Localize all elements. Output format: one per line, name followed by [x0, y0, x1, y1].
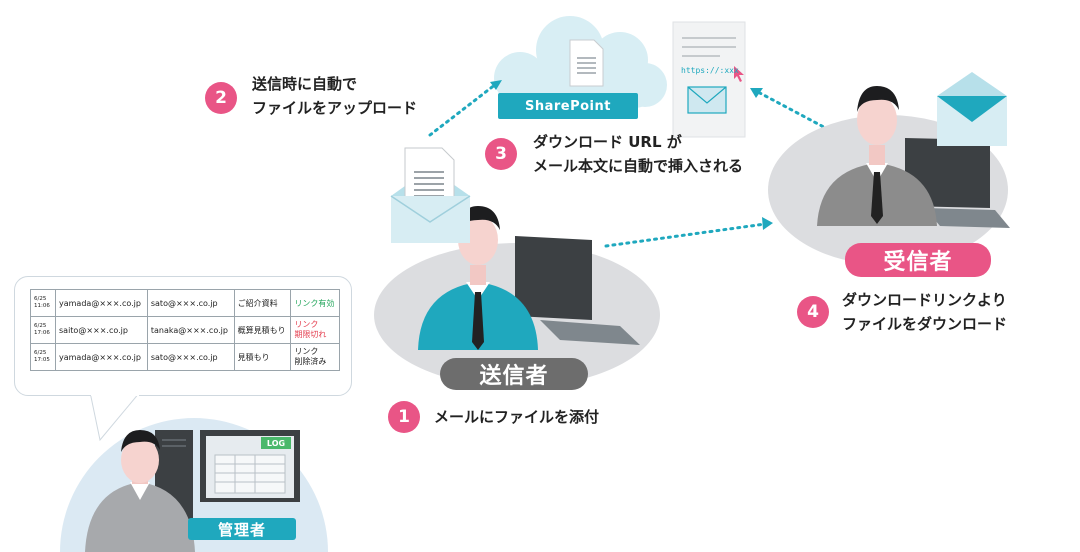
log-status: リンク有効 — [290, 289, 340, 317]
log-date-line: 17:05 — [34, 357, 50, 363]
log-status-line: 削除済み — [294, 357, 327, 366]
log-subject: 概算見積もり — [233, 316, 292, 344]
bubble-join — [91, 388, 139, 396]
step-3-line-1: ダウンロード URL が — [533, 133, 682, 151]
log-status-line: リンク — [294, 320, 319, 329]
log-subject: 見積もり — [233, 343, 292, 371]
arrow-send — [604, 222, 767, 248]
step-2-text: 送信時に自動で ファイルをアップロード — [252, 72, 417, 120]
admin-label: 管理者 — [188, 518, 296, 540]
receiver-label: 受信者 — [845, 243, 991, 277]
log-subject: ご紹介資料 — [233, 289, 292, 317]
log-tag: LOG — [261, 437, 291, 449]
download-url: https://:xxx — [681, 66, 739, 75]
log-from: yamada@×××.co.jp — [55, 289, 148, 317]
log-status-line: リンク — [294, 347, 319, 356]
log-status-line: 期限切れ — [294, 330, 327, 339]
log-date-line: 17:06 — [34, 330, 50, 336]
laptop-icon — [515, 236, 640, 345]
log-from: saito@×××.co.jp — [55, 316, 148, 344]
arrow-download — [756, 90, 837, 135]
log-status-line: リンク有効 — [294, 298, 335, 308]
step-3-text: ダウンロード URL が メール本文に自動で挿入される — [533, 130, 743, 178]
document-icon — [569, 39, 604, 87]
log-date-line: 6/25 — [34, 296, 47, 302]
step-4-text: ダウンロードリンクより ファイルをダウンロード — [842, 288, 1007, 336]
step-4-line-1: ダウンロードリンクより — [842, 291, 1007, 309]
arrow-upload — [428, 82, 498, 137]
step-2-badge: 2 — [205, 82, 237, 114]
step-1-text: メールにファイルを添付 — [434, 408, 600, 426]
mail-icon — [937, 72, 1007, 146]
step-1-badge: 1 — [388, 401, 420, 433]
log-date-line: 6/25 — [34, 350, 47, 356]
admin-avatar — [85, 430, 195, 552]
log-from: yamada@×××.co.jp — [55, 343, 148, 371]
receiver-avatar — [817, 86, 937, 226]
step-4-badge: 4 — [797, 296, 829, 328]
mail-with-attachment-icon — [390, 147, 471, 243]
email-body-icon — [672, 21, 746, 138]
log-status: リンク削除済み — [290, 343, 340, 371]
log-to: sato@×××.co.jp — [146, 343, 235, 371]
log-status: リンク期限切れ — [290, 316, 340, 344]
cursor-icon — [734, 66, 744, 82]
sharepoint-label: SharePoint — [498, 93, 638, 119]
step-3-line-2: メール本文に自動で挿入される — [533, 157, 744, 175]
step-3-badge: 3 — [485, 138, 517, 170]
sender-label: 送信者 — [440, 358, 588, 390]
log-to: sato@×××.co.jp — [146, 289, 235, 317]
log-date-line: 6/25 — [34, 323, 47, 329]
step-2-line-2: ファイルをアップロード — [252, 99, 418, 117]
log-to: tanaka@×××.co.jp — [146, 316, 235, 344]
step-4-line-2: ファイルをダウンロード — [842, 315, 1008, 333]
step-2-line-1: 送信時に自動で — [252, 75, 358, 93]
log-date-line: 11:06 — [34, 303, 50, 309]
